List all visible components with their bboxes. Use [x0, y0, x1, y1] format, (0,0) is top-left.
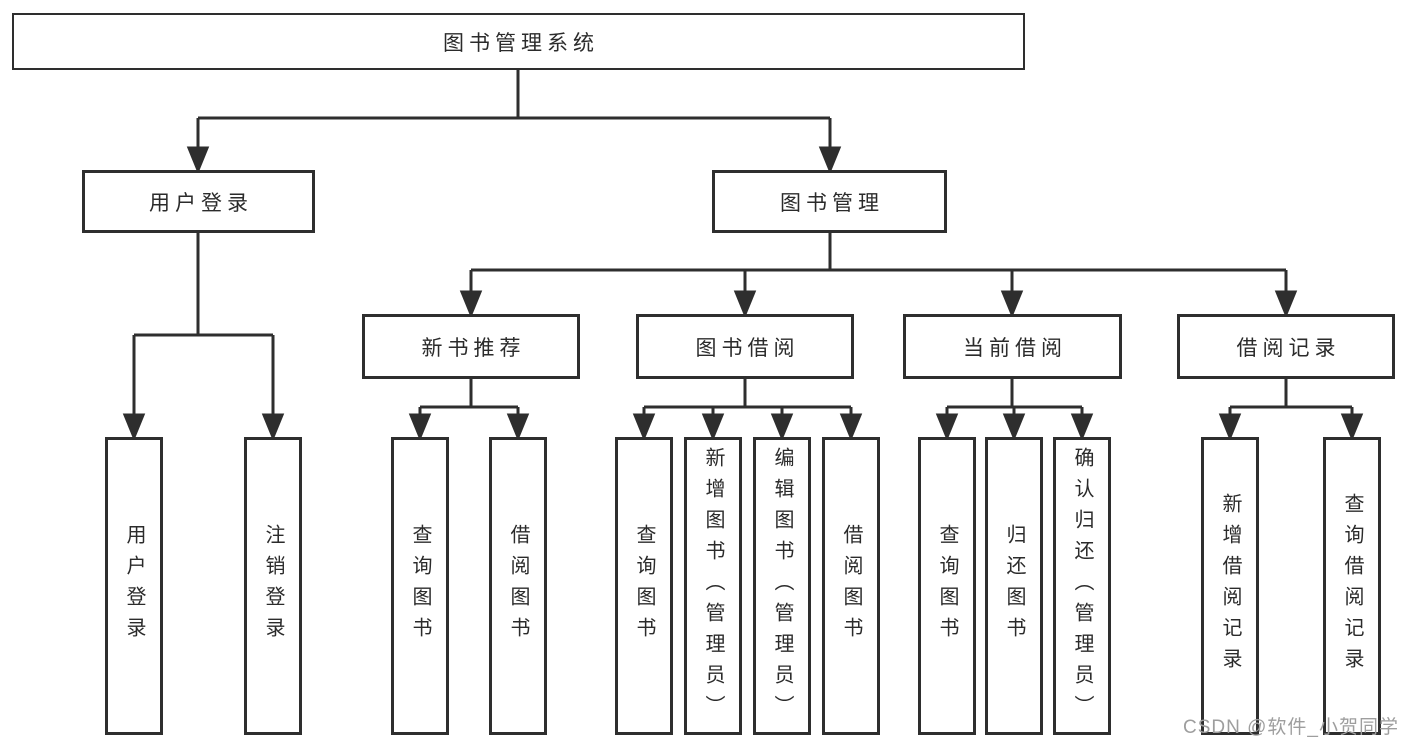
arrow-down-icon — [1070, 413, 1094, 441]
arrow-down-icon — [935, 413, 959, 441]
arrow-down-icon — [408, 413, 432, 441]
leaf-edit-book-admin: 编辑图书（管理员） — [753, 437, 811, 735]
arrow-down-icon — [261, 413, 285, 441]
node-borrow-records: 借阅记录 — [1177, 314, 1395, 379]
connector-book-management — [459, 233, 1298, 318]
arrow-down-icon — [733, 290, 757, 318]
node-book-management: 图书管理 — [712, 170, 947, 233]
arrow-down-icon — [818, 146, 842, 174]
leaf-label: 确认归还（管理员） — [1071, 446, 1093, 726]
leaf-add-book-admin: 新增图书（管理员） — [684, 437, 742, 735]
leaf-add-borrow-record: 新增借阅记录 — [1201, 437, 1259, 735]
leaf-label: 查询图书 — [936, 524, 958, 648]
leaf-query-books-borrow: 查询图书 — [615, 437, 673, 735]
leaf-borrow-books-recommend: 借阅图书 — [489, 437, 547, 735]
arrow-down-icon — [459, 290, 483, 318]
arrow-down-icon — [1000, 290, 1024, 318]
leaf-label: 借阅图书 — [507, 524, 529, 648]
connector-borrow-records — [1218, 379, 1364, 441]
arrow-down-icon — [701, 413, 725, 441]
arrow-down-icon — [1274, 290, 1298, 318]
node-user-login: 用户登录 — [82, 170, 315, 233]
leaf-label: 归还图书 — [1003, 524, 1025, 648]
arrow-down-icon — [632, 413, 656, 441]
arrow-down-icon — [1218, 413, 1242, 441]
node-library-system: 图书管理系统 — [12, 13, 1025, 70]
node-book-borrow: 图书借阅 — [636, 314, 854, 379]
watermark: CSDN @软件_小贺同学 — [1183, 717, 1399, 738]
leaf-label: 查询图书 — [633, 524, 655, 648]
connector-current-borrow — [935, 379, 1094, 441]
node-current-borrow: 当前借阅 — [903, 314, 1122, 379]
leaf-query-books-recommend: 查询图书 — [391, 437, 449, 735]
connector-user-login — [122, 233, 285, 441]
leaf-query-borrow-record: 查询借阅记录 — [1323, 437, 1381, 735]
arrow-down-icon — [122, 413, 146, 441]
leaf-label: 新增图书（管理员） — [702, 446, 724, 726]
arrow-down-icon — [1002, 413, 1026, 441]
connector-book-borrow — [632, 379, 863, 441]
leaf-label: 借阅图书 — [840, 524, 862, 648]
leaf-label: 查询图书 — [409, 524, 431, 648]
arrow-down-icon — [839, 413, 863, 441]
leaf-user-login: 用户登录 — [105, 437, 163, 735]
leaf-label: 编辑图书（管理员） — [771, 446, 793, 726]
leaf-label: 注销登录 — [262, 524, 284, 648]
leaf-query-books-current: 查询图书 — [918, 437, 976, 735]
leaf-label: 查询借阅记录 — [1341, 493, 1363, 679]
leaf-logout: 注销登录 — [244, 437, 302, 735]
leaf-label: 新增借阅记录 — [1219, 493, 1241, 679]
arrow-down-icon — [506, 413, 530, 441]
leaf-return-book: 归还图书 — [985, 437, 1043, 735]
leaf-confirm-return-admin: 确认归还（管理员） — [1053, 437, 1111, 735]
connector-root — [186, 70, 842, 174]
leaf-borrow-books: 借阅图书 — [822, 437, 880, 735]
arrow-down-icon — [186, 146, 210, 174]
arrow-down-icon — [1340, 413, 1364, 441]
arrow-down-icon — [770, 413, 794, 441]
connector-new-book-recommend — [408, 379, 530, 441]
node-new-book-recommend: 新书推荐 — [362, 314, 580, 379]
leaf-label: 用户登录 — [123, 524, 145, 648]
